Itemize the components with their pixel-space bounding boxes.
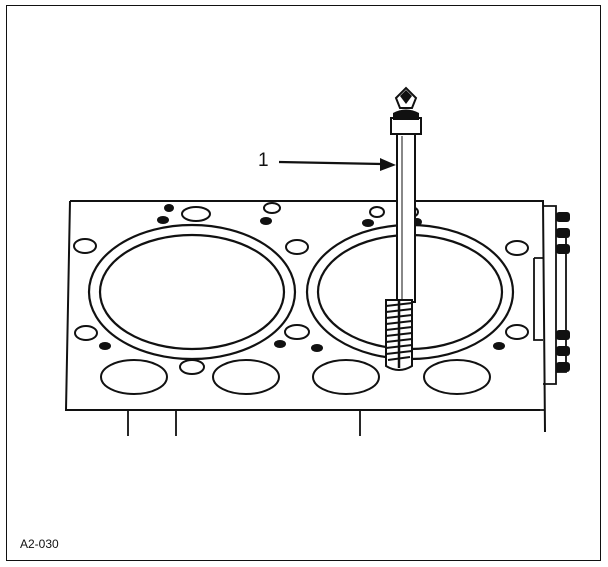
head-lower-contour bbox=[66, 409, 545, 436]
coolant-port bbox=[263, 202, 281, 214]
coolant-port bbox=[505, 324, 529, 340]
combustion-chamber-1-outer bbox=[87, 223, 297, 361]
stud bbox=[556, 346, 570, 356]
bolt-hole bbox=[157, 216, 169, 224]
bolt-hole bbox=[362, 219, 374, 227]
callout-number: 1 bbox=[258, 150, 269, 171]
bolt-hole bbox=[311, 344, 323, 352]
stud bbox=[556, 228, 570, 238]
coolant-port bbox=[181, 206, 211, 222]
bolt-hole bbox=[493, 342, 505, 350]
stud bbox=[556, 362, 570, 372]
figure-id-label: A2-030 bbox=[20, 537, 59, 551]
bolt-hole bbox=[260, 217, 272, 225]
bolt-hole bbox=[274, 340, 286, 348]
coolant-port bbox=[505, 240, 529, 256]
manifold-flange bbox=[533, 205, 567, 385]
bolt-hole bbox=[164, 204, 174, 212]
combustion-chamber-1-inner bbox=[98, 233, 286, 351]
thread-tap-tool bbox=[385, 86, 422, 371]
stud bbox=[556, 330, 570, 340]
coolant-port bbox=[179, 359, 205, 375]
stud bbox=[556, 212, 570, 222]
callout-leader-arrow bbox=[278, 158, 396, 171]
bolt-hole bbox=[99, 342, 111, 350]
coolant-port bbox=[369, 206, 385, 218]
tap-shank bbox=[396, 131, 416, 303]
flange-studs bbox=[556, 212, 570, 372]
coolant-port bbox=[73, 238, 97, 254]
lower-port bbox=[212, 359, 280, 395]
tap-square-drive bbox=[390, 117, 422, 135]
bolt-holes bbox=[99, 204, 505, 352]
coolant-port bbox=[284, 324, 310, 340]
coolant-port bbox=[285, 239, 309, 255]
stud bbox=[556, 244, 570, 254]
lower-port bbox=[423, 359, 491, 395]
tap-head-cap bbox=[393, 109, 419, 120]
lower-port bbox=[100, 359, 168, 395]
coolant-port bbox=[74, 325, 98, 341]
lower-port bbox=[312, 359, 380, 395]
